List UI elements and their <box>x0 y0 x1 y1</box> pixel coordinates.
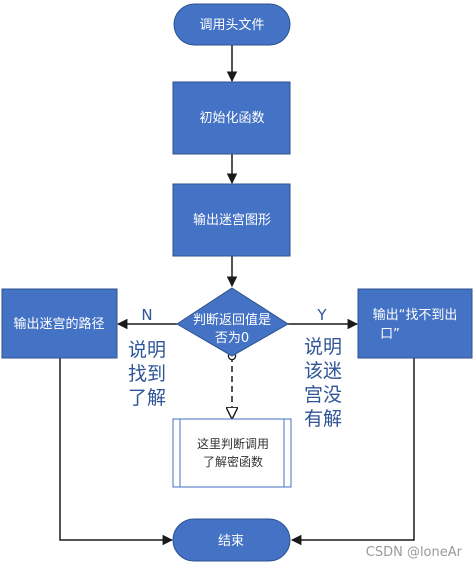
end-node: 结束 <box>172 518 291 562</box>
end-node-label: 结束 <box>218 534 244 549</box>
note-text-line2: 了解密函数 <box>203 454 263 469</box>
init-node: 初始化函数 <box>172 81 291 155</box>
right-annotation-line1: 说明 <box>304 336 342 358</box>
decision-node: 判断返回值是 否为0 <box>176 287 289 357</box>
right-annotation-line3: 宫没 <box>304 384 342 406</box>
left-annotation-line2: 找到 <box>128 363 166 385</box>
init-node-label: 初始化函数 <box>199 111 264 126</box>
output-maze-node: 输出迷宫图形 <box>172 183 291 257</box>
note-text-line1: 这里判断调用 <box>197 436 269 451</box>
edge-right-to-end <box>290 358 415 546</box>
right-annotation-line2: 该迷 <box>304 360 342 382</box>
decision-label-line1: 判断返回值是 <box>193 312 271 328</box>
note-box: 这里判断调用 了解密函数 <box>172 418 292 488</box>
output-path-node: 输出迷宫的路径 <box>1 288 118 359</box>
left-annotation-line1: 说明 <box>128 339 166 361</box>
output-no-exit-node: 输出“找不到出 口” <box>357 288 473 359</box>
branch-label-n: N <box>141 306 152 324</box>
edge-left-to-end <box>59 358 174 546</box>
watermark: CSDN @loneAr <box>366 545 463 560</box>
output-no-exit-label-line2: 口” <box>380 327 400 342</box>
start-node: 调用头文件 <box>173 3 291 46</box>
left-annotation-line3: 了解 <box>128 387 166 409</box>
decision-label-line2: 否为0 <box>215 331 249 346</box>
start-node-label: 调用头文件 <box>199 18 264 33</box>
right-annotation-line4: 有解 <box>304 408 342 430</box>
output-no-exit-label-line1: 输出“找不到出 <box>373 307 458 323</box>
output-path-node-label: 输出迷宫的路径 <box>13 316 104 332</box>
branch-label-y: Y <box>316 306 327 324</box>
output-maze-node-label: 输出迷宫图形 <box>193 212 271 228</box>
